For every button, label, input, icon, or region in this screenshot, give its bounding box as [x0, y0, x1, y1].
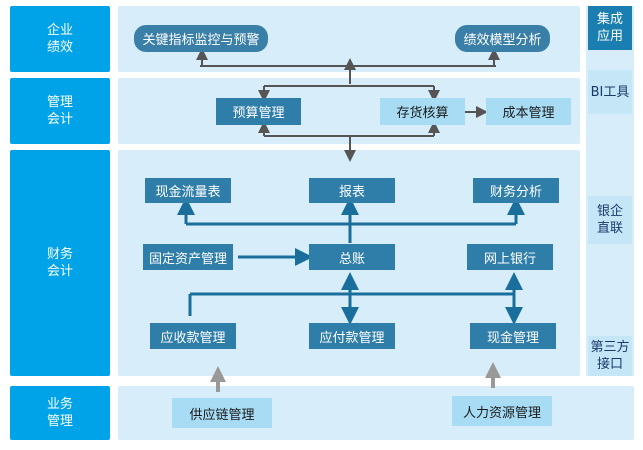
module-fixed-assets-label: 固定资产管理 — [148, 251, 227, 267]
module-cash-flow-statement[interactable]: 现金流量表 — [145, 178, 231, 203]
module-general-ledger-label: 总账 — [338, 251, 365, 267]
side-bank-enterprise-label: 银企 直联 — [596, 204, 623, 236]
module-receivables[interactable]: 应收款管理 — [150, 323, 236, 349]
module-hr-label: 人力资源管理 — [462, 405, 541, 421]
side-panel — [586, 6, 634, 376]
side-bi-tools-label: BI工具 — [590, 84, 630, 100]
module-hr[interactable]: 人力资源管理 — [452, 396, 552, 426]
category-financial-accounting: 财务 会计 — [10, 150, 110, 376]
module-kpi-alert[interactable]: 关键指标监控与预警 — [134, 25, 268, 52]
side-third-party-label: 第三方 接口 — [590, 340, 630, 372]
module-online-banking-label: 网上银行 — [483, 251, 536, 267]
module-budget-label: 预算管理 — [232, 106, 285, 121]
management-connectors — [258, 85, 488, 162]
module-budget[interactable]: 预算管理 — [216, 98, 301, 125]
module-supply-chain-label: 供应链管理 — [189, 407, 255, 423]
module-online-banking[interactable]: 网上银行 — [467, 244, 553, 270]
module-supply-chain[interactable]: 供应链管理 — [172, 398, 272, 428]
category-business-management: 业务 管理 — [10, 386, 110, 440]
module-payables-label: 应付款管理 — [319, 330, 385, 346]
module-general-ledger[interactable]: 总账 — [309, 244, 395, 270]
module-cash-flow-statement-label: 现金流量表 — [155, 185, 221, 200]
finance-connectors — [177, 197, 525, 325]
module-cash-label: 现金管理 — [486, 330, 539, 346]
category-performance: 企业 绩效 — [10, 6, 110, 72]
side-integrated-apps: 集成 应用 — [588, 6, 632, 50]
module-inventory-accounting[interactable]: 存货核算 — [380, 98, 465, 125]
module-financial-analysis-label: 财务分析 — [489, 185, 542, 200]
category-management-accounting-label: 管理 会计 — [46, 95, 73, 127]
module-receivables-label: 应收款管理 — [160, 330, 226, 346]
side-third-party: 第三方 接口 — [588, 336, 632, 376]
module-cost[interactable]: 成本管理 — [486, 98, 571, 125]
module-cash[interactable]: 现金管理 — [470, 323, 556, 349]
category-financial-accounting-label: 财务 会计 — [46, 247, 73, 279]
category-management-accounting: 管理 会计 — [10, 78, 110, 144]
module-performance-model[interactable]: 绩效模型分析 — [455, 25, 550, 52]
side-bank-enterprise: 银企 直联 — [588, 196, 632, 244]
category-business-management-label: 业务 管理 — [46, 397, 73, 429]
side-bi-tools: BI工具 — [588, 70, 632, 114]
module-financial-analysis[interactable]: 财务分析 — [473, 178, 559, 203]
module-inventory-accounting-label: 存货核算 — [396, 106, 449, 121]
module-performance-model-label: 绩效模型分析 — [463, 33, 542, 48]
module-fixed-assets[interactable]: 固定资产管理 — [143, 244, 233, 270]
performance-connectors — [196, 48, 500, 84]
module-reports[interactable]: 报表 — [309, 178, 395, 203]
side-integrated-apps-label: 集成 应用 — [596, 12, 623, 44]
business-arrows — [210, 362, 501, 392]
module-kpi-alert-label: 关键指标监控与预警 — [142, 33, 260, 48]
module-reports-label: 报表 — [338, 185, 365, 200]
category-performance-label: 企业 绩效 — [46, 23, 73, 55]
module-cost-label: 成本管理 — [502, 106, 555, 121]
module-payables[interactable]: 应付款管理 — [309, 323, 395, 349]
